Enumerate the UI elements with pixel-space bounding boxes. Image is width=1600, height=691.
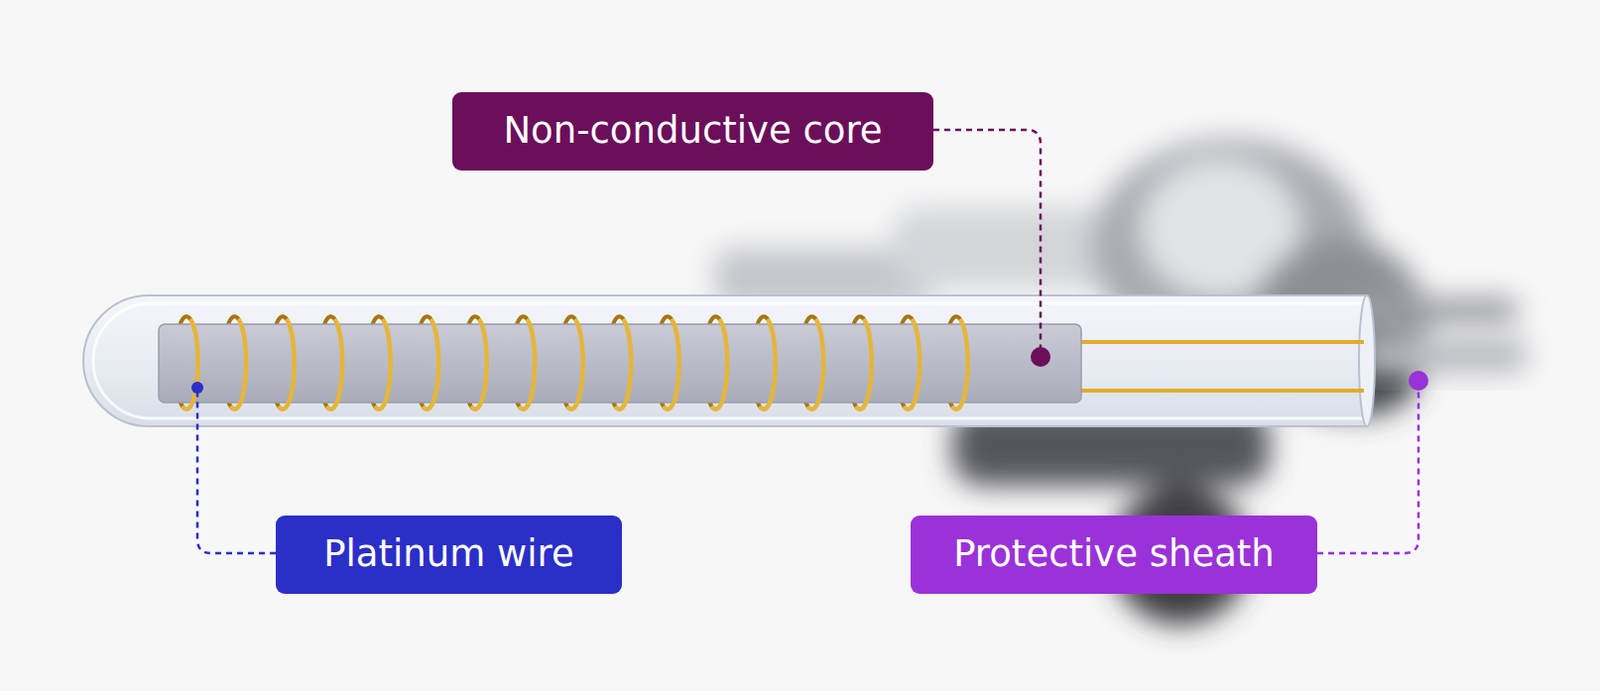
coil-turn — [808, 319, 825, 410]
leader-dot — [1408, 370, 1429, 391]
coil-turn — [712, 319, 729, 410]
coil-turn — [423, 319, 440, 410]
coil-turn — [856, 319, 872, 410]
leader-line — [1317, 380, 1419, 554]
sheath-open-end — [1358, 295, 1375, 427]
leader-line — [197, 387, 276, 554]
coil-turn — [278, 319, 295, 410]
core-rod — [158, 324, 1082, 403]
coil-turn — [567, 319, 584, 410]
sheath-highlight — [93, 303, 1367, 419]
coil-turn — [374, 319, 391, 410]
leader-dot — [191, 381, 204, 394]
coil-turn — [904, 319, 921, 410]
coil-turn — [182, 319, 199, 410]
callout-label: Protective sheath — [953, 533, 1275, 577]
coil-turn — [663, 319, 680, 410]
coil-turn — [231, 319, 247, 410]
coil-turn — [759, 319, 776, 410]
sheath-tube — [83, 295, 1367, 427]
coil-turn — [327, 319, 344, 410]
coil-turn — [519, 319, 536, 410]
callout-box: Non-conductive core — [452, 92, 934, 171]
coil-turn — [952, 319, 969, 410]
coil-turn — [615, 319, 632, 410]
callout-box: Platinum wire — [275, 515, 622, 595]
callout-label: Non-conductive core — [502, 110, 882, 153]
coil-turn — [471, 319, 488, 410]
cable — [1358, 337, 1528, 373]
coil-front — [182, 319, 969, 410]
callout-box: Protective sheath — [910, 515, 1318, 595]
leader-line — [933, 129, 1041, 358]
callout-label: Platinum wire — [323, 533, 574, 577]
lead-wire — [1076, 340, 1364, 345]
leader-dot — [1030, 347, 1051, 368]
